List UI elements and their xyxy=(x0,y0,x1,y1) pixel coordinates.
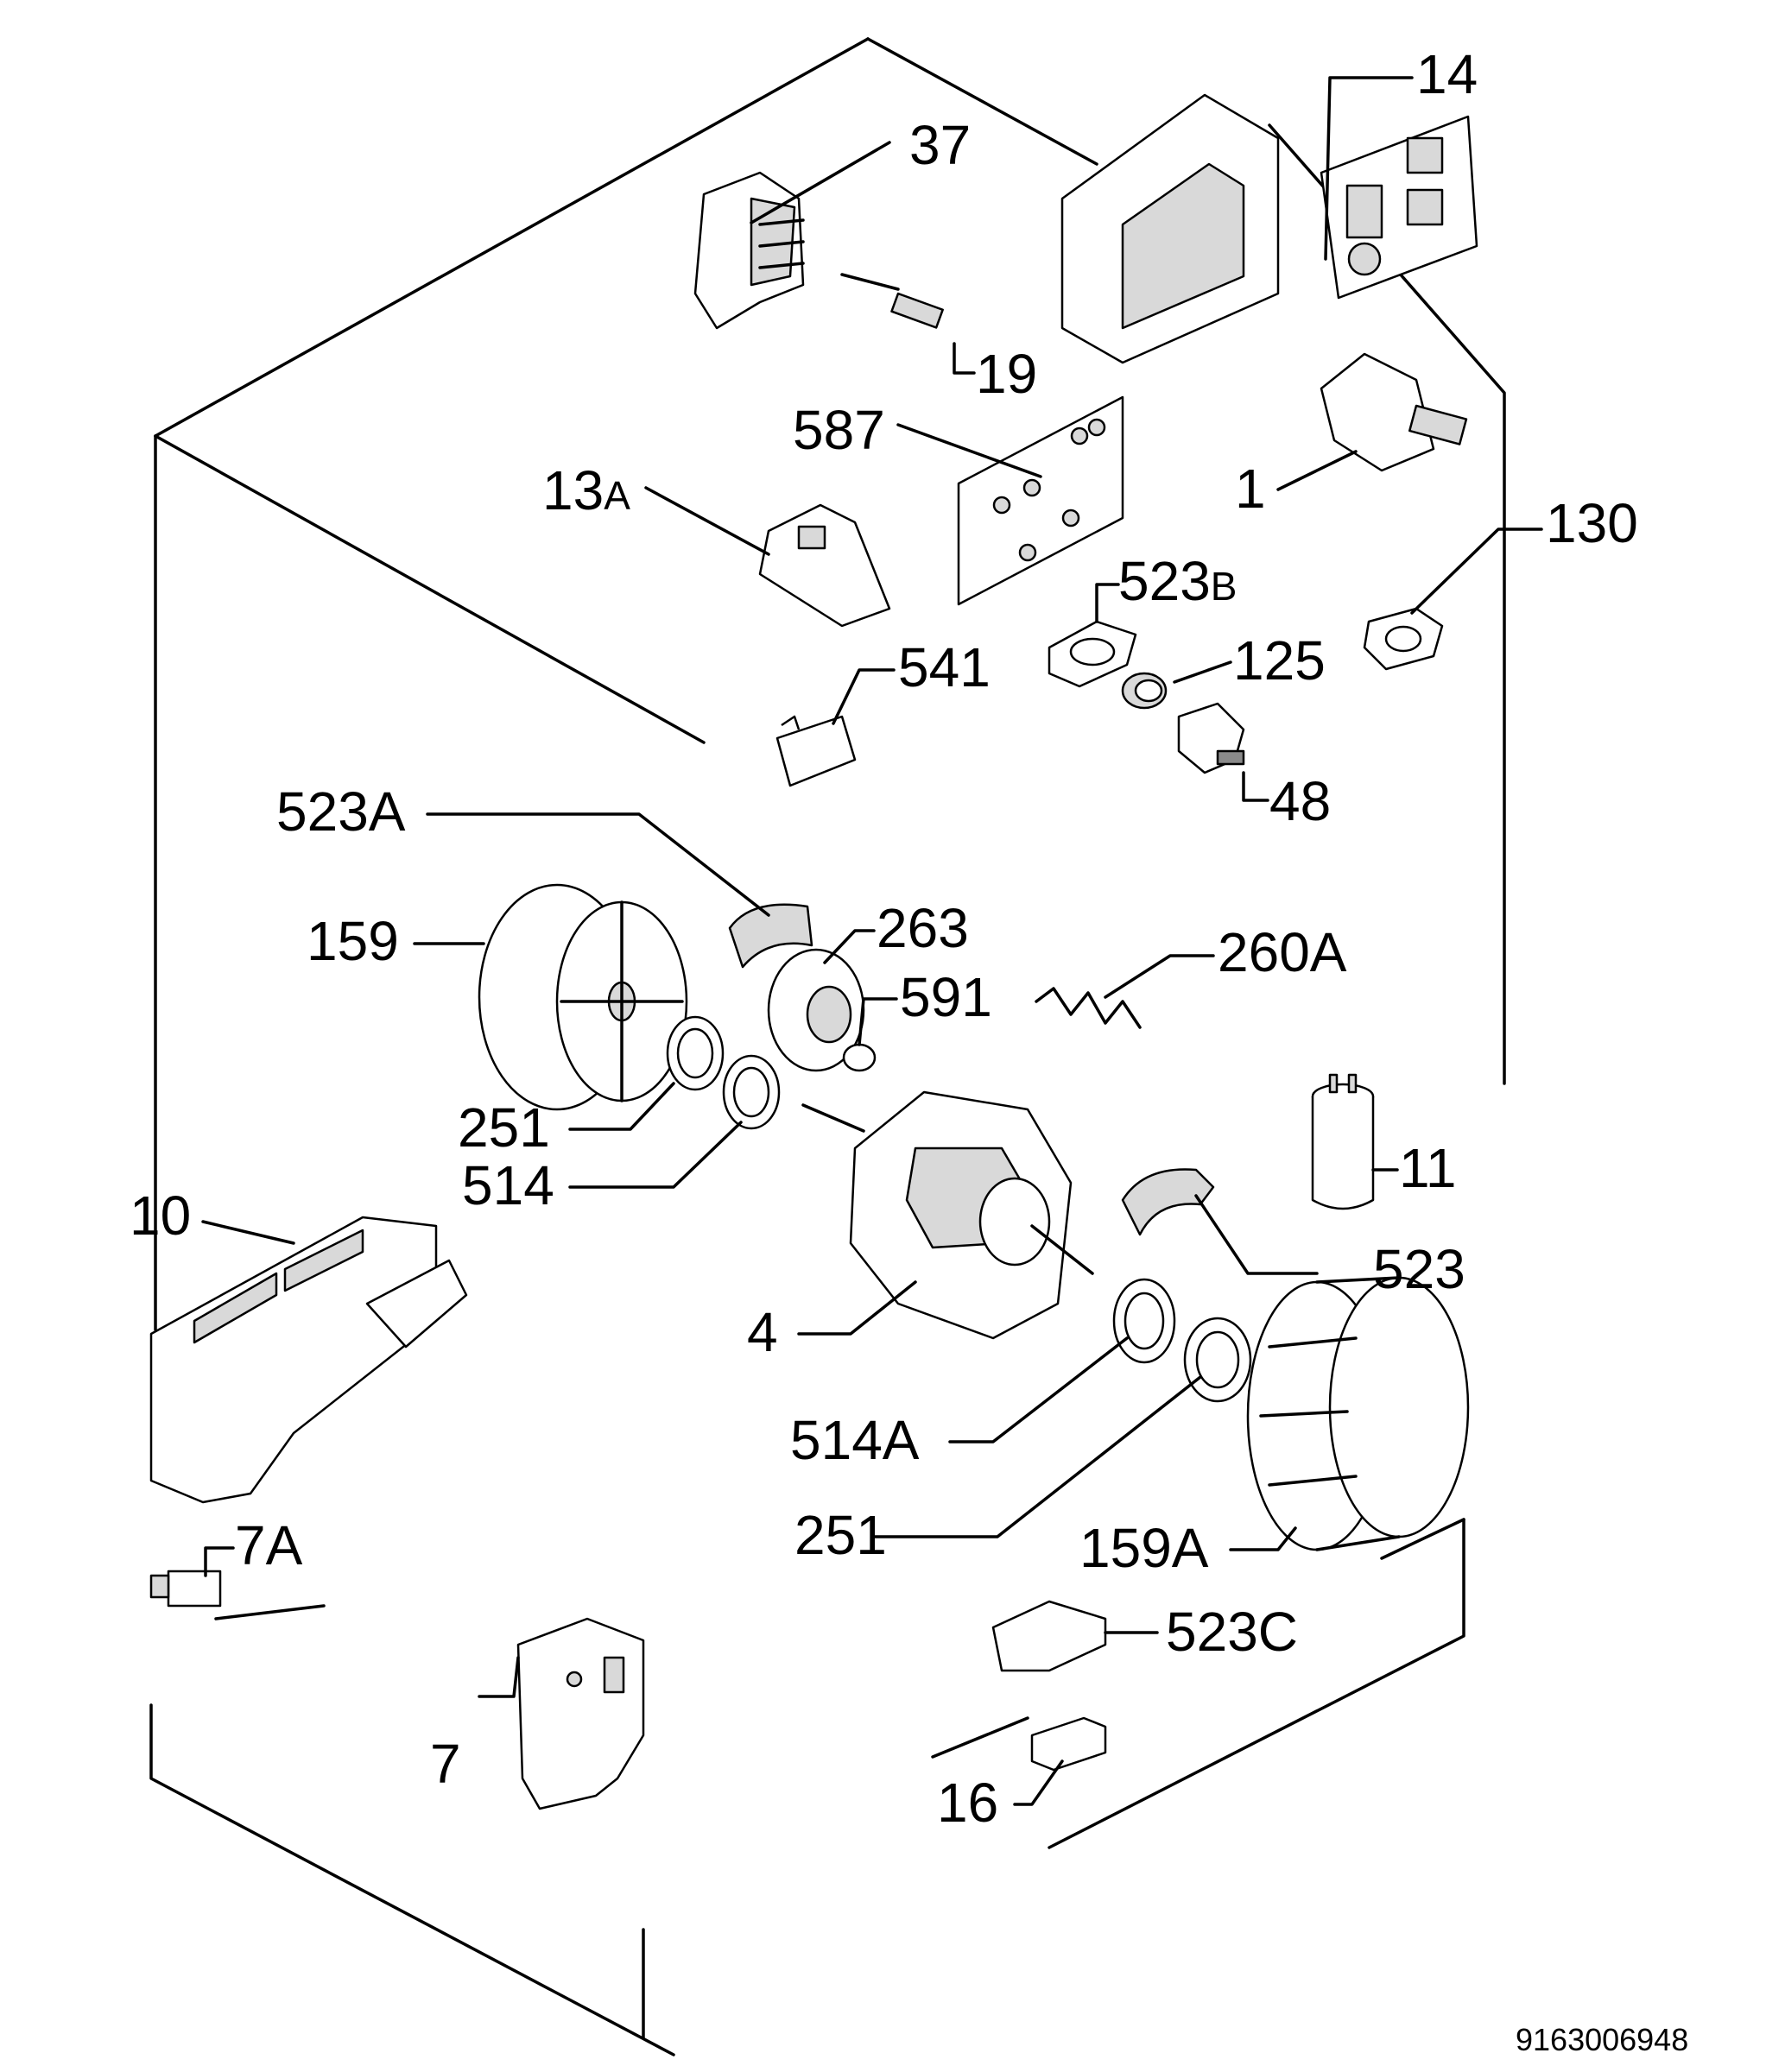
part-125-ring xyxy=(1121,672,1168,710)
part-523-bracket xyxy=(1121,1168,1215,1236)
callout-591: 591 xyxy=(900,966,992,1028)
callout-523: 523 xyxy=(1373,1238,1465,1300)
callout-263: 263 xyxy=(877,897,969,959)
callout-16: 16 xyxy=(937,1772,998,1834)
callout-37: 37 xyxy=(909,114,971,176)
leader-lines xyxy=(201,76,1543,1806)
callout-159: 159 xyxy=(307,910,399,972)
callout-11: 11 xyxy=(1399,1137,1456,1199)
callouts: 37 14 19 587 1 13A 130 523B 125 541 48 5… xyxy=(130,43,1638,1834)
part-7-door-lock xyxy=(516,1617,645,1810)
part-130-gasket xyxy=(1363,607,1444,671)
callout-523a: 523A xyxy=(276,780,406,843)
callout-48: 48 xyxy=(1269,770,1331,832)
part-591-washer xyxy=(842,1043,877,1072)
part-251-ring-lower xyxy=(1183,1317,1252,1403)
part-19-sensor xyxy=(840,273,944,329)
callout-541: 541 xyxy=(898,636,991,698)
part-251-ring-upper xyxy=(666,1015,725,1091)
callout-4: 4 xyxy=(747,1301,778,1363)
part-7a-microswitch xyxy=(149,1570,326,1620)
part-523a-bracket xyxy=(728,903,813,969)
part-159-fan xyxy=(478,883,688,1111)
callout-1: 1 xyxy=(1235,458,1266,520)
part-48-thermostat xyxy=(1177,702,1245,774)
part-541-clip xyxy=(775,715,857,787)
part-16-microswitch xyxy=(931,1716,1107,1772)
callout-587: 587 xyxy=(793,399,885,461)
callout-251-upper: 251 xyxy=(458,1096,550,1159)
part-13a-connector xyxy=(758,503,891,628)
callout-125: 125 xyxy=(1233,629,1326,692)
part-10-heater xyxy=(149,1216,468,1504)
part-159a-fan-wheel xyxy=(1246,1276,1470,1551)
callout-7a: 7A xyxy=(235,1514,303,1576)
part-260a-spring xyxy=(1035,987,1142,1029)
callout-523b: 523B xyxy=(1118,550,1237,612)
callout-251-lower: 251 xyxy=(794,1504,887,1566)
callout-514a: 514A xyxy=(790,1409,920,1471)
callout-130: 130 xyxy=(1546,492,1638,554)
part-523b-bracket xyxy=(1048,620,1137,688)
callout-159a: 159A xyxy=(1079,1517,1209,1579)
callout-19: 19 xyxy=(976,343,1037,405)
part-514a-ring xyxy=(1112,1278,1176,1364)
callout-13a: 13A xyxy=(542,459,630,521)
part-4-motor xyxy=(801,1090,1094,1340)
callout-523c: 523C xyxy=(1166,1601,1298,1663)
part-523c-bracket xyxy=(991,1600,1107,1672)
part-514-ring xyxy=(722,1054,781,1130)
callout-7: 7 xyxy=(430,1733,461,1795)
callout-514: 514 xyxy=(462,1154,554,1216)
part-14-control-module xyxy=(1060,93,1478,364)
part-1-selector xyxy=(1320,352,1468,472)
callout-10: 10 xyxy=(130,1184,191,1247)
reference-number: 9163006948 xyxy=(1516,2022,1688,2057)
part-37-bracket xyxy=(693,171,805,330)
part-587-pcb xyxy=(957,395,1124,606)
callout-14: 14 xyxy=(1416,43,1478,105)
callout-260a: 260A xyxy=(1218,921,1347,983)
part-11-capacitor xyxy=(1311,1073,1375,1210)
